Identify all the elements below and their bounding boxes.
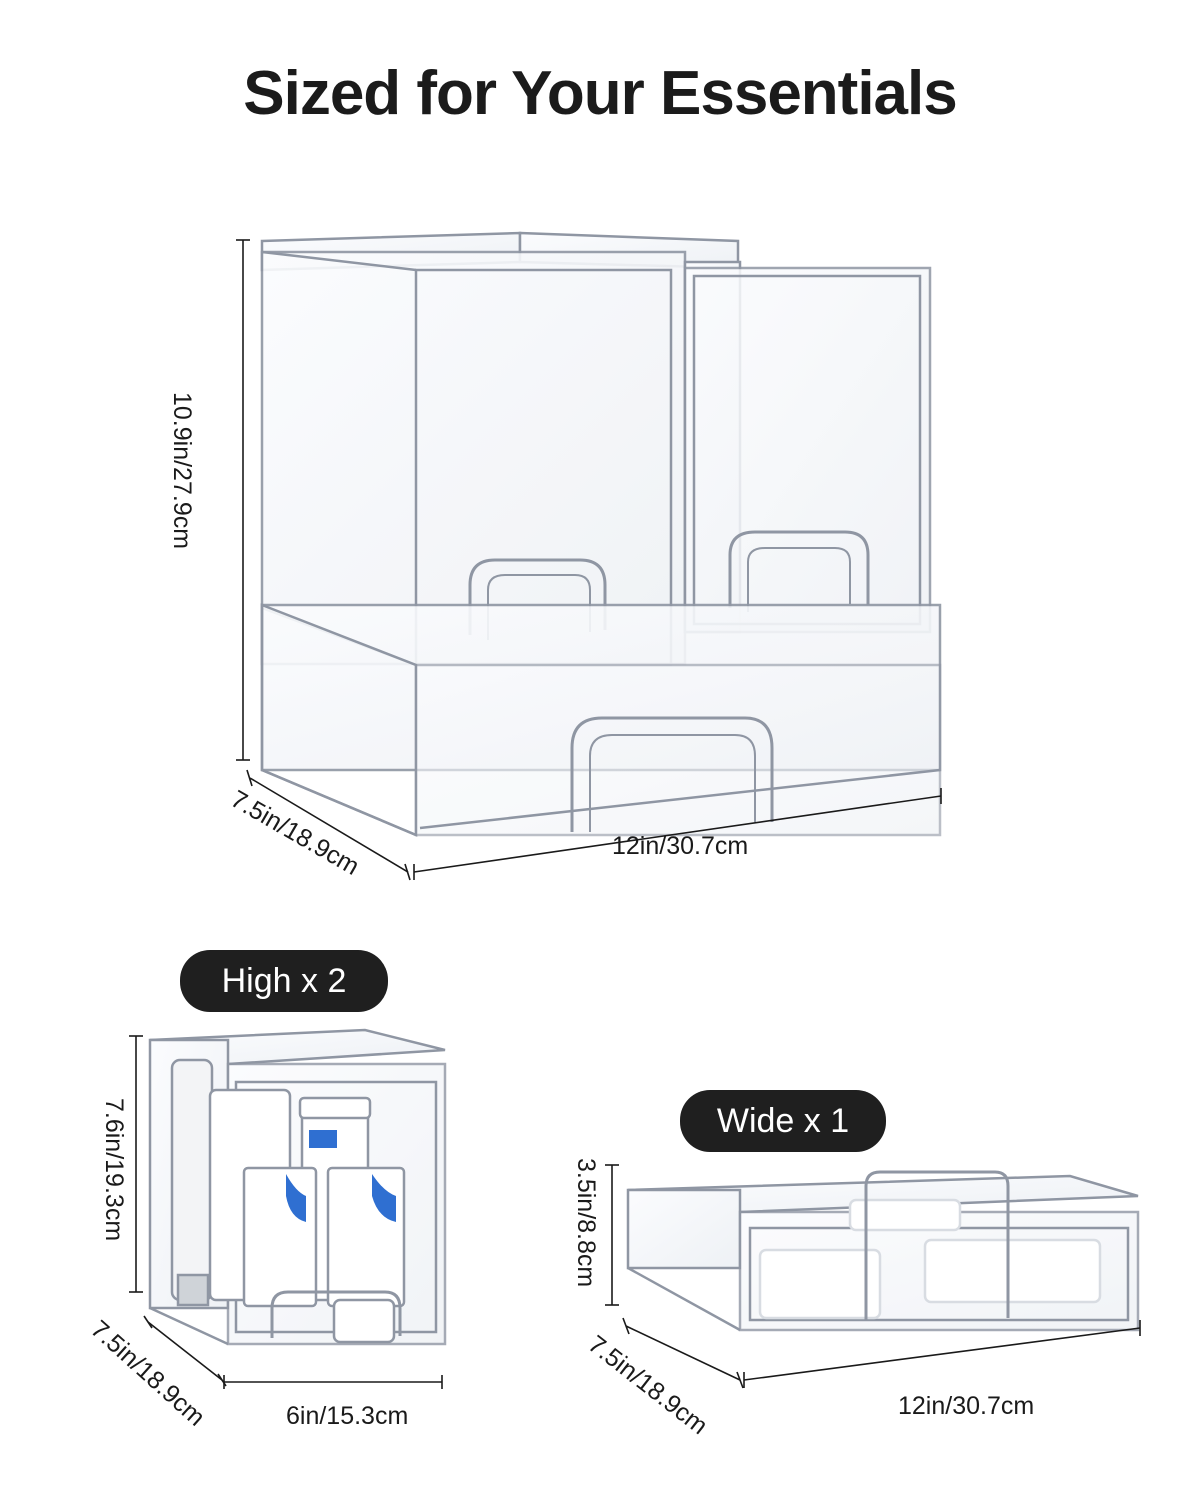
- high-unit-height-label: 7.6in/19.3cm: [100, 1098, 128, 1242]
- wide-unit-illustration: [626, 1170, 1140, 1332]
- high-unit-illustration: [148, 1028, 447, 1346]
- wide-unit-width-label: 12in/30.7cm: [898, 1392, 1035, 1420]
- wide-unit-dimension-lines: [605, 1164, 1141, 1389]
- overview-height-label: 10.9in/27.9cm: [168, 392, 196, 550]
- high-unit-width-label: 6in/15.3cm: [286, 1402, 409, 1430]
- wide-unit-height-label: 3.5in/8.8cm: [572, 1158, 600, 1288]
- high-unit-badge: High x 2: [180, 950, 388, 1012]
- overview-dimension-lines: [236, 239, 942, 881]
- page-title: Sized for Your Essentials: [243, 59, 958, 128]
- high-unit-dimension-lines: [129, 1035, 443, 1389]
- wide-unit-badge: Wide x 1: [680, 1090, 886, 1152]
- overview-width-label: 12in/30.7cm: [612, 832, 749, 860]
- overview-assembly: [260, 231, 942, 837]
